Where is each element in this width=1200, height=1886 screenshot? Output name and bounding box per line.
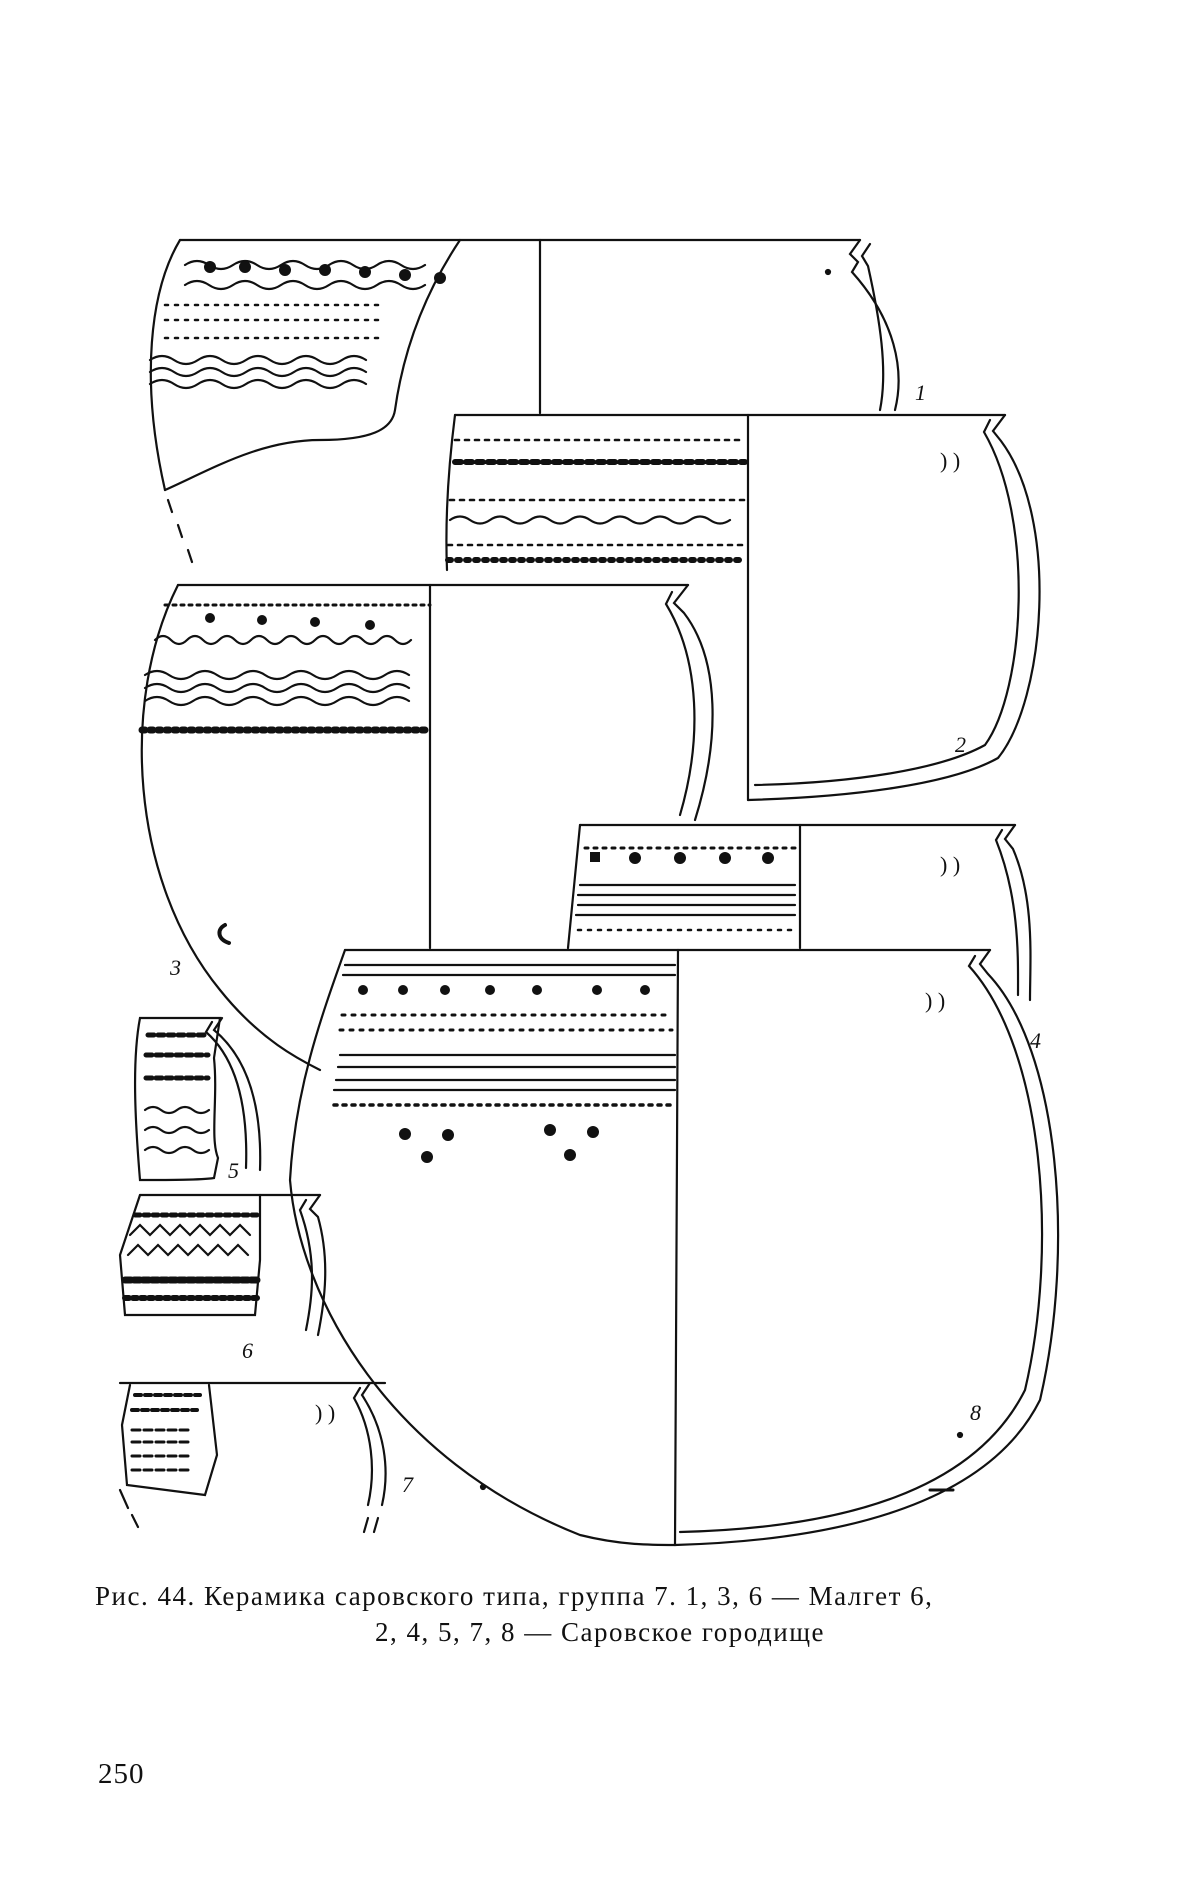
vessel-number-6: 6 xyxy=(242,1338,253,1363)
vessel-8: ) ) xyxy=(288,948,1060,1547)
vessel-7: ) ) xyxy=(118,1381,487,1534)
vessel-1 xyxy=(148,238,900,564)
svg-text:) ): ) ) xyxy=(940,448,960,473)
vessel-number-7: 7 xyxy=(402,1472,414,1497)
vessel-number-3: 3 xyxy=(169,955,181,980)
vessel-numbers: 1 2 3 4 5 6 7 8 xyxy=(169,380,1041,1497)
caption-line-1: Рис. 44. Керамика саровского типа, групп… xyxy=(95,1581,934,1611)
vessel-number-1: 1 xyxy=(915,380,926,405)
vessel-number-8: 8 xyxy=(970,1400,981,1425)
page-number: 250 xyxy=(98,1758,145,1790)
svg-text:) ): ) ) xyxy=(315,1400,335,1425)
vessel-2: ) ) xyxy=(445,413,1041,802)
vessel-4: ) ) xyxy=(566,823,1032,1002)
vessel-number-2: 2 xyxy=(955,732,966,757)
vessel-6 xyxy=(118,1193,327,1337)
caption-line-2: 2, 4, 5, 7, 8 — Саровское городище xyxy=(375,1617,825,1647)
vessel-5 xyxy=(133,1016,262,1182)
figure-caption: Рис. 44. Керамика саровского типа, групп… xyxy=(95,1578,1105,1650)
svg-text:) ): ) ) xyxy=(940,852,960,877)
vessel-3 xyxy=(138,583,714,1072)
vessel-number-4: 4 xyxy=(1030,1028,1041,1053)
vessel-number-5: 5 xyxy=(228,1158,239,1183)
svg-text:) ): ) ) xyxy=(925,988,945,1013)
